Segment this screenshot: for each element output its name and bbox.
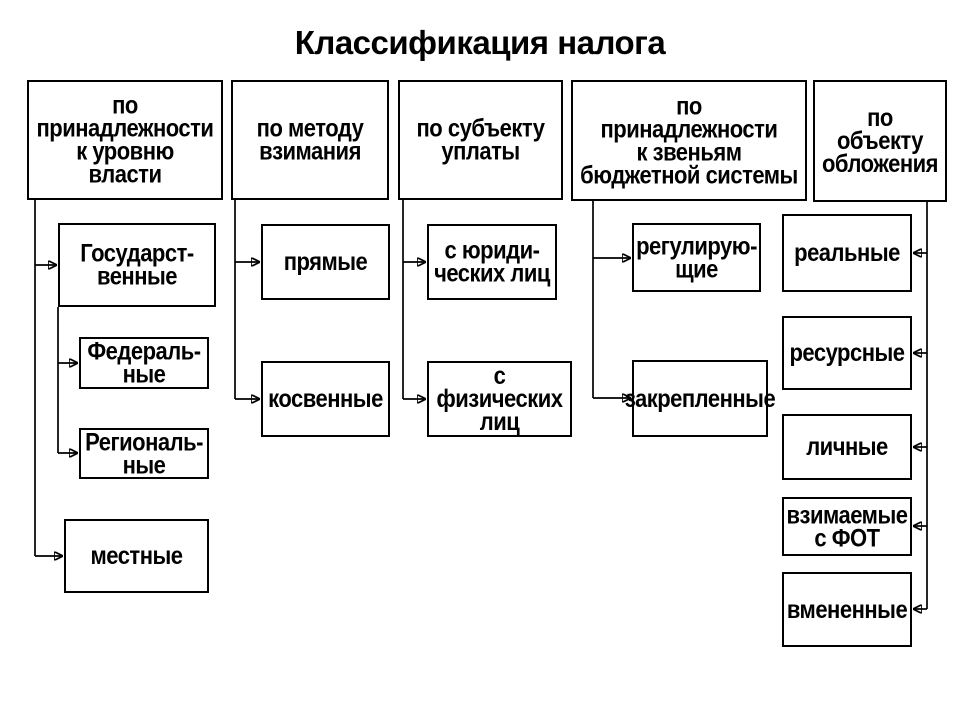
node-regulating: регулирую- щие bbox=[632, 223, 761, 292]
node-label: ресурсные bbox=[789, 338, 905, 367]
node-label: косвенные bbox=[268, 384, 383, 413]
node-label: прямые bbox=[283, 247, 368, 276]
page-title: Классификация налога bbox=[294, 24, 666, 61]
node-individuals: с физических лиц bbox=[427, 361, 572, 437]
node-personal: личные bbox=[782, 414, 912, 480]
node-label: Региональ- ные bbox=[85, 427, 203, 479]
node-label: Федераль- ные bbox=[87, 336, 201, 389]
node-label: реальные bbox=[794, 238, 900, 267]
node-label: с юриди- ческих лиц bbox=[434, 235, 550, 288]
node-regional: Региональ- ные bbox=[79, 428, 209, 479]
column-5-connectors bbox=[914, 202, 928, 609]
node-label: по субъекту уплаты bbox=[416, 113, 545, 166]
node-label: с физических лиц bbox=[436, 361, 563, 436]
node-imputed: вмененные bbox=[782, 572, 912, 647]
node-label: по принадлежности к уровню власти bbox=[36, 90, 214, 189]
column-1-connectors bbox=[34, 200, 77, 556]
node-label: регулирую- щие bbox=[636, 231, 757, 283]
node-payroll-fot: взимаемые с ФОТ bbox=[782, 497, 912, 556]
node-assigned: закрепленные bbox=[625, 360, 776, 437]
node-label: местные bbox=[90, 541, 183, 570]
node-by-collection-method: по методу взимания bbox=[231, 80, 389, 200]
node-label: по принадлежности к звеньям бюджетной си… bbox=[580, 91, 798, 189]
node-label: по объекту обложения bbox=[821, 103, 939, 178]
node-state: Государст- венные bbox=[58, 223, 216, 307]
node-by-payment-subject: по субъекту уплаты bbox=[398, 80, 563, 200]
column-2-connectors bbox=[234, 200, 259, 399]
node-real: реальные bbox=[782, 214, 912, 292]
column-4-connectors bbox=[592, 201, 630, 398]
node-label: Государст- венные bbox=[80, 238, 194, 291]
node-label: закрепленные bbox=[624, 383, 776, 413]
node-label: по методу взимания bbox=[256, 113, 364, 166]
node-label: взимаемые с ФОТ bbox=[786, 500, 908, 552]
node-federal: Федераль- ные bbox=[79, 337, 209, 389]
node-label: вмененные bbox=[786, 594, 908, 624]
node-by-level-of-power: по принадлежности к уровню власти bbox=[27, 80, 223, 200]
node-legal-entities: с юриди- ческих лиц bbox=[427, 224, 557, 300]
node-by-budget-system-link: по принадлежности к звеньям бюджетной си… bbox=[571, 80, 807, 201]
node-indirect: косвенные bbox=[261, 361, 390, 437]
node-by-taxation-object: по объекту обложения bbox=[813, 80, 947, 202]
column-3-connectors bbox=[402, 200, 425, 399]
node-resource: ресурсные bbox=[782, 316, 912, 390]
node-direct: прямые bbox=[261, 224, 390, 300]
node-local: местные bbox=[64, 519, 209, 593]
node-label: личные bbox=[806, 432, 888, 461]
